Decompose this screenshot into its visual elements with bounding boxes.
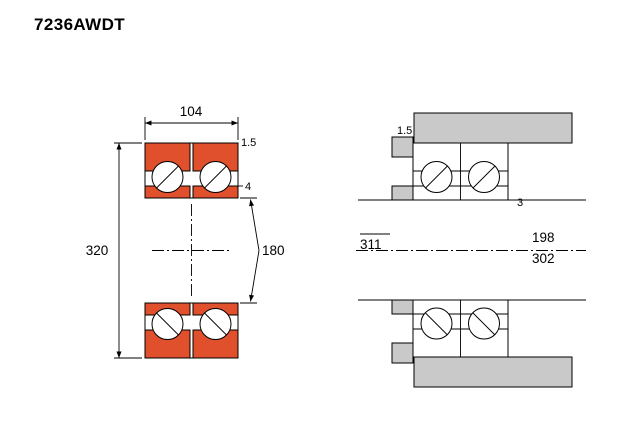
contact-angle-line: [472, 165, 496, 189]
rolling-elements: [151, 161, 232, 340]
contact-angle-line: [156, 312, 179, 336]
dim-bore-label: 180: [262, 243, 285, 258]
dim-shaft-shoulder-label: 198: [532, 230, 555, 245]
dim-shaft-chamfer-label: 3: [517, 197, 523, 209]
mounting-arrangement-diagram: 1.5 3 311 198 302: [356, 112, 586, 388]
housing-shoulder: [391, 136, 414, 158]
contact-angle-line: [204, 312, 227, 336]
contact-angle-line: [472, 312, 496, 336]
dim-housing-chamfer-label: 1.5: [397, 125, 412, 137]
housing-shoulder: [391, 299, 414, 315]
housing-shoulder: [391, 185, 414, 201]
dim-width-label: 104: [180, 104, 203, 119]
leader-line: [249, 250, 260, 302]
housing-shoulder: [391, 342, 414, 364]
dimension-width: 104: [144, 104, 239, 140]
contact-angle-line: [425, 312, 448, 336]
contact-angle-line: [425, 165, 448, 189]
housing-section: [413, 112, 573, 144]
dim-chamfer-label: 1.5: [241, 137, 256, 149]
part-number-title: 7236AWDT: [34, 15, 126, 34]
dim-abutment-label: 311: [360, 237, 382, 252]
dim-outer-diameter-label: 320: [86, 243, 109, 258]
dimension-bore: 180: [240, 197, 285, 304]
dimension-abutment: 311: [360, 233, 390, 252]
dim-housing-shoulder-label: 302: [532, 251, 555, 266]
housing-section: [413, 356, 573, 388]
bearing-section-outline: [144, 302, 239, 359]
housing-sections: [391, 112, 573, 388]
bearing-top-section: [412, 142, 509, 201]
contact-angle-line: [156, 165, 179, 189]
bearing-bottom-section: [412, 299, 509, 358]
dim-offset-label: 4: [245, 181, 251, 193]
contact-angle-line: [204, 165, 227, 189]
bearing-cross-section-diagram: 104 320 180 1.5 4: [86, 104, 285, 359]
bearing-section-outline: [144, 142, 239, 199]
dimension-outer-diameter: 320: [86, 142, 142, 359]
leader-line: [249, 199, 260, 251]
